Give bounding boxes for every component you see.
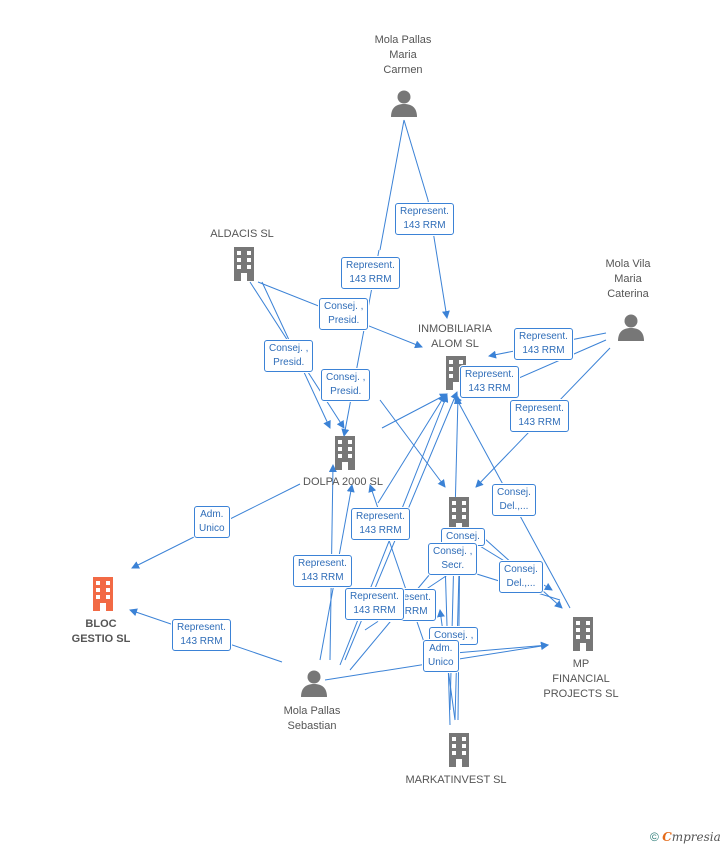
node-label-dolpa: DOLPA 2000 SL [303,476,383,488]
edge-line [377,394,446,504]
person-icon[interactable] [299,668,329,698]
building-icon[interactable] [444,733,474,767]
edge-label[interactable]: Represent. 143 RRM [460,366,519,398]
node-label-mp-financial: MP FINANCIAL PROJECTS SL [543,658,619,700]
edge-label[interactable]: Represent. 143 RRM [510,400,569,432]
copyright-symbol: © [650,830,659,844]
node-label-bloc-gestio: BLOC GESTIO SL [71,618,131,645]
edge-label[interactable]: Represent. 143 RRM [341,257,400,289]
edge-line [381,393,448,429]
building-icon[interactable] [229,247,259,281]
building-icon[interactable] [568,617,598,651]
edge-label[interactable]: Represent. 143 RRM [351,508,410,540]
edge-line [379,399,446,488]
edge-label[interactable]: Consej. , Presid. [321,369,371,401]
edge-label[interactable]: Consej. , Secr. [428,543,478,575]
edge-label[interactable]: Represent. 143 RRM [345,588,404,620]
person-icon[interactable] [616,312,646,342]
edge-label[interactable]: Consej. , Presid. [319,298,369,330]
node-label-aldacis: ALDACIS SL [210,228,274,240]
person-icon[interactable] [389,88,419,118]
brand-logo: Cmpresia [662,830,721,844]
building-icon[interactable] [444,497,474,531]
edge-label[interactable]: Represent. 143 RRM [172,619,231,651]
edge-label[interactable]: Consej. Del.,... [499,561,543,593]
edge-label[interactable]: Represent. 143 RRM [395,203,454,235]
node-label-mola-vila: Mola Vila Maria Caterina [605,258,651,300]
node-label-markatinvest: MARKATINVEST SL [405,774,507,786]
building-icon[interactable] [330,436,360,470]
edge-label[interactable]: Consej. Del.,... [492,484,536,516]
edge-label[interactable]: Adm. Unico [194,506,230,538]
edge-label[interactable]: Adm. Unico [423,640,459,672]
edge-line [403,119,429,201]
node-label-mola-pallas-sebastian: Mola Pallas Sebastian [283,705,341,732]
edge-label[interactable]: Represent. 143 RRM [293,555,352,587]
node-label-inmobiliaria-alom: INMOBILIARIA ALOM SL [418,323,492,350]
node-label-mola-pallas-maria-carmen: Mola Pallas Maria Carmen [374,34,432,76]
edge-label[interactable]: Consej. , Presid. [264,340,314,372]
edge-line [379,119,405,251]
footer-brand: © Cmpresia [650,830,721,844]
building-icon[interactable] [88,577,118,611]
edge-label[interactable]: Represent. 143 RRM [514,328,573,360]
